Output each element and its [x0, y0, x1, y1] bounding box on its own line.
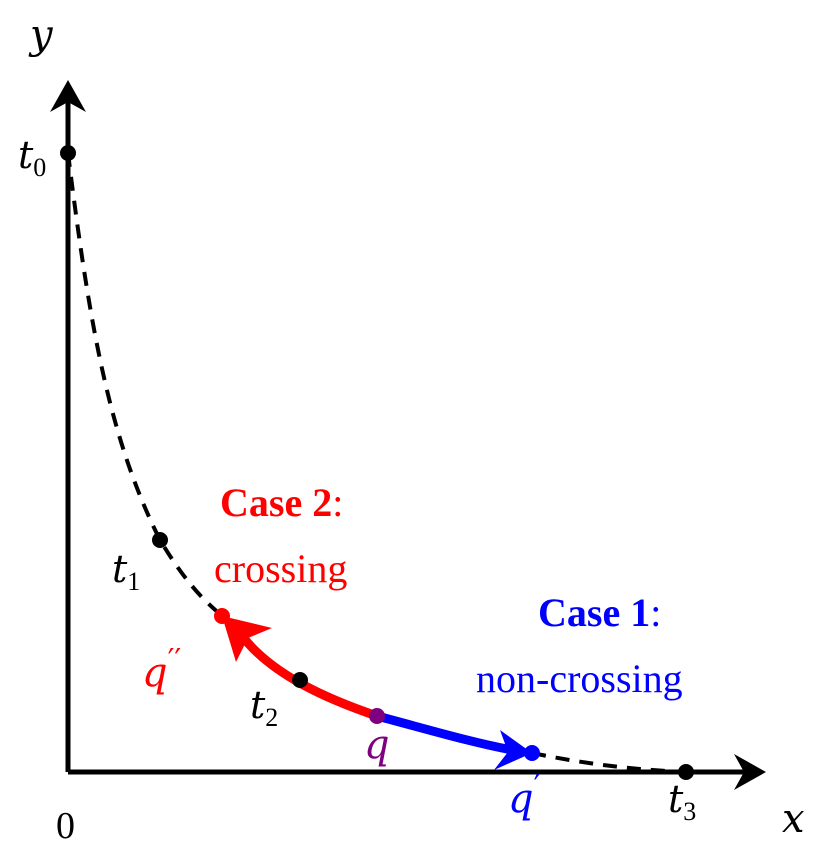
point-t2	[292, 672, 308, 688]
y-axis-label: y	[28, 12, 54, 58]
x-axis-label: x	[782, 796, 805, 842]
non-crossing-arrowhead	[494, 730, 532, 770]
case2-heading: Case 2:	[220, 480, 343, 525]
x-axis-arrowhead	[734, 754, 766, 790]
point-t1	[152, 532, 168, 548]
label-q: q	[364, 722, 390, 768]
point-q-dprime	[214, 608, 230, 624]
point-t3	[678, 764, 694, 780]
point-q-prime	[524, 745, 540, 761]
case1-heading: Case 1:	[538, 590, 661, 635]
y-axis-arrowhead	[50, 80, 86, 112]
case1-description: non-crossing	[476, 656, 683, 701]
point-t0	[60, 145, 76, 161]
label-t2: t2	[250, 683, 278, 732]
origin-label: 0	[56, 805, 75, 847]
non-crossing-path	[372, 711, 517, 755]
dashed-curve-tail	[531, 751, 687, 774]
point-q	[369, 708, 385, 724]
label-q-dprime: q′′	[142, 643, 181, 696]
label-t3: t3	[668, 777, 696, 826]
label-q-prime: q′	[508, 769, 541, 822]
label-t0: t0	[18, 133, 46, 182]
case2-description: crossing	[214, 546, 347, 591]
dashed-curve	[66, 152, 224, 618]
crossing-arrowhead	[222, 616, 272, 662]
label-t1: t1	[112, 547, 140, 596]
